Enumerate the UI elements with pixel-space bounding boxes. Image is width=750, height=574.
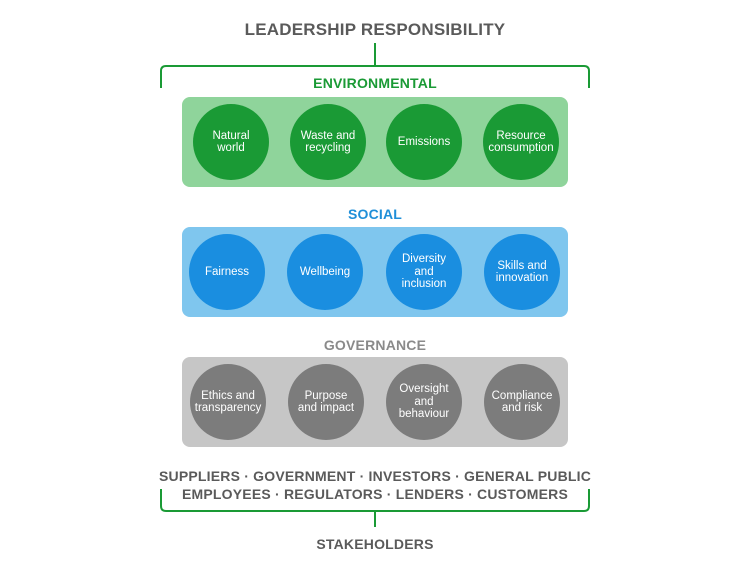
wellbeing-circle: Wellbeing (287, 234, 363, 310)
fairness-circle: Fairness (189, 234, 265, 310)
environmental-label: ENVIRONMENTAL (313, 75, 437, 91)
top-bracket (160, 43, 590, 88)
oversight-behaviour-circle: Oversight and behaviour (386, 364, 462, 440)
resource-consumption-circle: Resource consumption (483, 104, 559, 180)
skills-innovation-circle: Skills and innovation (484, 234, 560, 310)
stakeholders-label: STAKEHOLDERS (316, 536, 434, 552)
social-band: Fairness Wellbeing Diversity and inclusi… (182, 227, 568, 317)
purpose-impact-circle: Purpose and impact (288, 364, 364, 440)
diversity-inclusion-circle: Diversity and inclusion (386, 234, 462, 310)
bottom-bracket (160, 489, 590, 527)
compliance-risk-circle: Compliance and risk (484, 364, 560, 440)
diagram-title: LEADERSHIP RESPONSIBILITY (244, 20, 506, 39)
ethics-transparency-circle: Ethics and transparency (190, 364, 266, 440)
environmental-band: Natural world Waste and recycling Emissi… (182, 97, 568, 187)
waste-recycling-circle: Waste and recycling (290, 104, 366, 180)
natural-world-circle: Natural world (193, 104, 269, 180)
social-label: SOCIAL (347, 206, 403, 222)
emissions-circle: Emissions (386, 104, 462, 180)
stakeholders-line-2: EMPLOYEES · REGULATORS · LENDERS · CUSTO… (181, 486, 569, 502)
governance-label: GOVERNANCE (323, 337, 427, 353)
stakeholders-line-1: SUPPLIERS · GOVERNMENT · INVESTORS · GEN… (158, 468, 592, 484)
governance-band: Ethics and transparency Purpose and impa… (182, 357, 568, 447)
